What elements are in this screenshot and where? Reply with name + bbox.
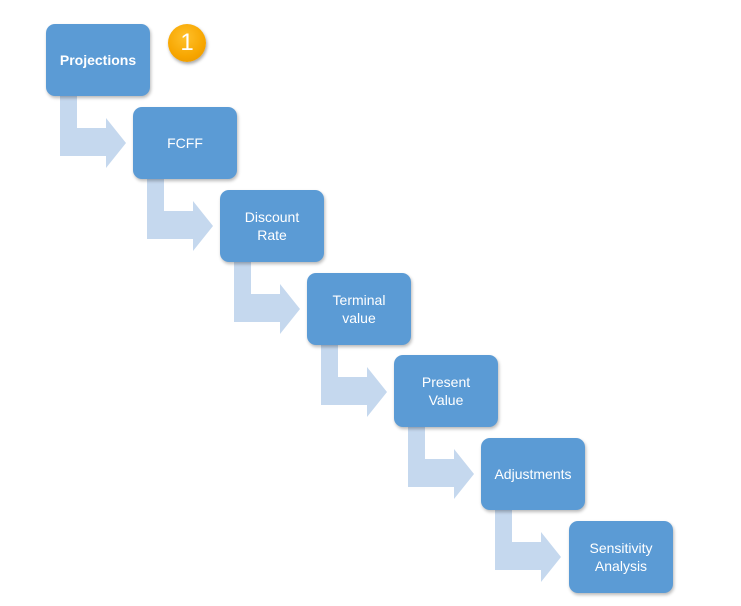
step-terminal-value: Terminal value [307,273,411,345]
connector-arrow-6 [495,510,561,582]
connector-arrow-3 [234,262,300,334]
step-projections: Projections [46,24,150,96]
connector-arrow-4 [321,345,387,417]
step-discount-rate: Discount Rate [220,190,324,262]
step-label: Present Value [421,374,471,408]
connector-arrow-2 [147,179,213,251]
step-label: Sensitivity Analysis [589,540,653,574]
step-number-badge: 1 [168,24,206,62]
badge-number: 1 [180,29,194,56]
step-sensitivity-analysis: Sensitivity Analysis [569,521,673,593]
step-adjustments: Adjustments [481,438,585,510]
step-label: Terminal value [332,292,386,326]
step-present-value: Present Value [394,355,498,427]
connector-arrow-1 [60,96,126,168]
connector-arrow-5 [408,427,474,499]
step-fcff: FCFF [133,107,237,179]
step-label: Discount Rate [244,209,300,243]
step-label: Adjustments [494,466,572,482]
step-label: FCFF [167,135,203,151]
step-label: Projections [59,52,137,68]
